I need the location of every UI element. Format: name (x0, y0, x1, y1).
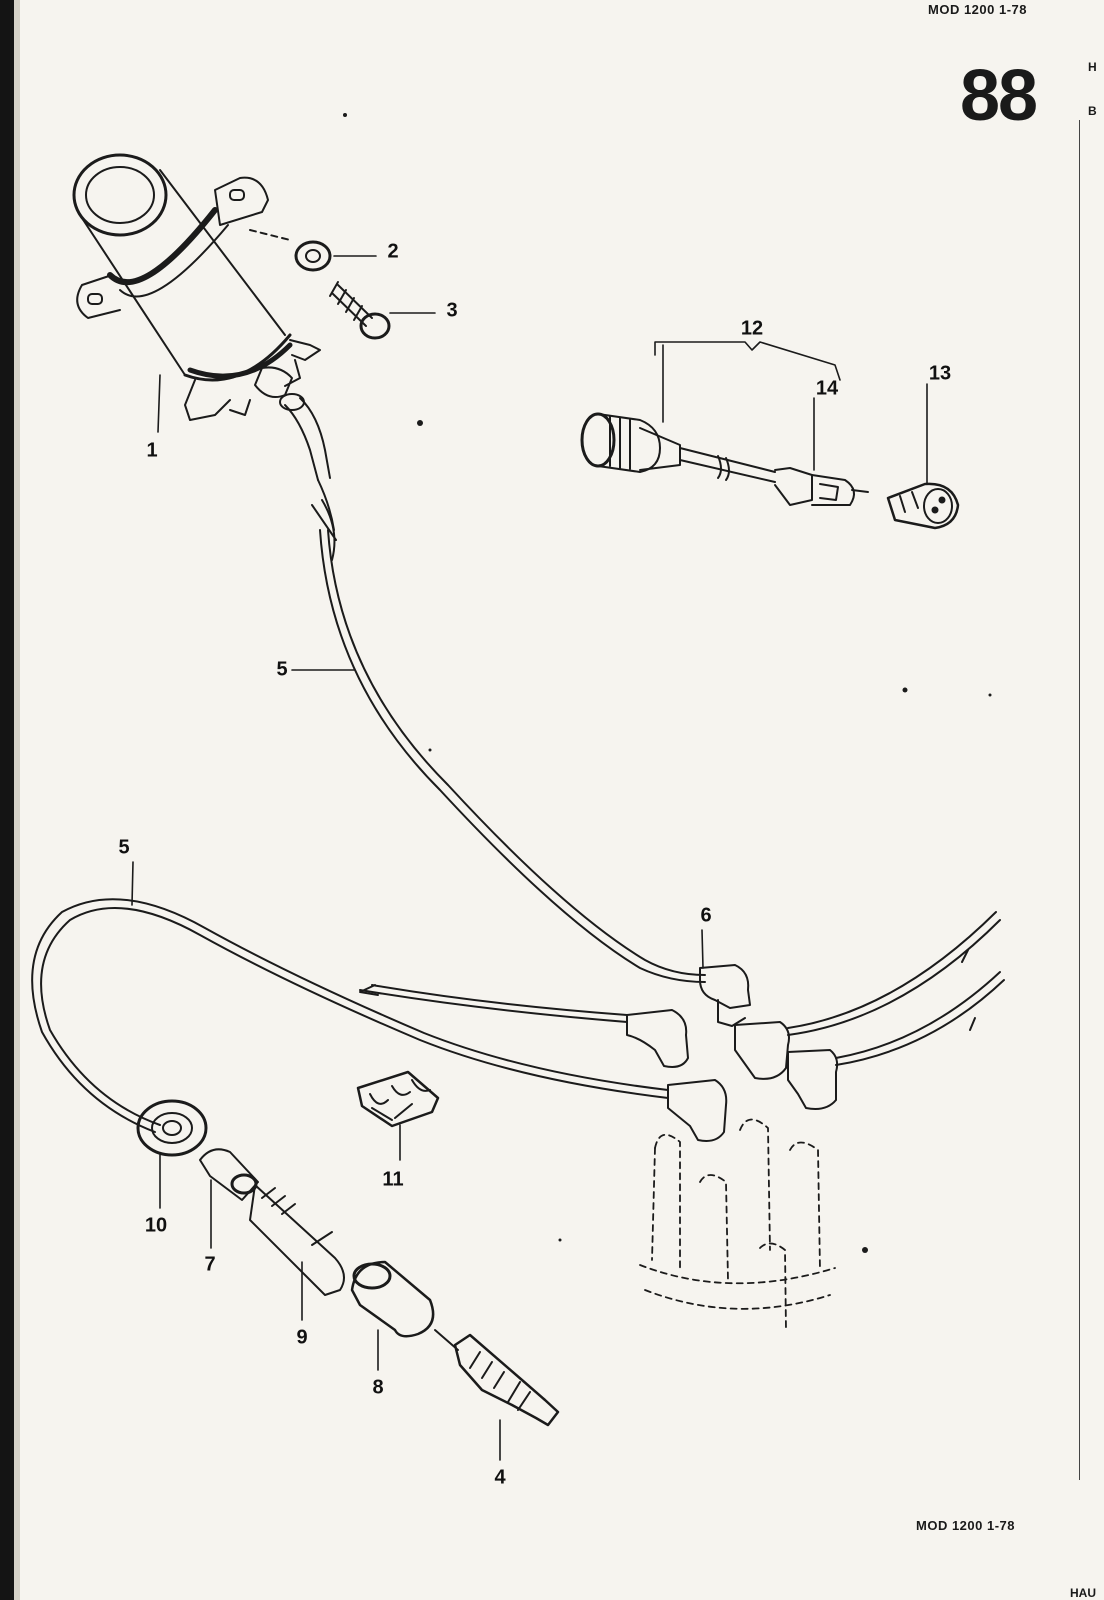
distributor-boots (359, 911, 1005, 1142)
callout-13: 13 (928, 362, 952, 385)
callout-5-upper: 5 (276, 658, 288, 681)
callout-11: 11 (382, 1168, 404, 1191)
edge-text-bottom: HAU (1070, 1586, 1096, 1600)
model-code-bottom: MOD 1200 1-78 (916, 1518, 1015, 1533)
callout-5-lower: 5 (118, 836, 130, 859)
callout-14: 14 (815, 377, 839, 400)
right-margin-rule (1079, 120, 1080, 1480)
callout-1: 1 (146, 439, 158, 462)
ht-lead-coil (279, 393, 706, 983)
model-code-top: MOD 1200 1-78 (928, 2, 1027, 17)
bolt (329, 281, 391, 340)
callout-10: 10 (144, 1214, 168, 1237)
callout-12: 12 (740, 317, 764, 340)
print-specks (343, 113, 992, 1253)
callout-3: 3 (446, 299, 458, 322)
leader-lines (131, 255, 928, 1461)
grommet (136, 1099, 208, 1157)
binding-edge (14, 0, 20, 1600)
terminal-adapter (356, 1070, 440, 1128)
callout-4: 4 (494, 1466, 506, 1489)
callout-8: 8 (372, 1376, 384, 1399)
distributor-cap-outline (639, 1118, 836, 1331)
callout-7: 7 (204, 1253, 216, 1276)
spark-plug-cap (350, 1260, 435, 1338)
ignition-coil (72, 153, 321, 421)
edge-letter-h: H (1088, 60, 1097, 74)
suppressor-connector (199, 1148, 345, 1296)
callout-6: 6 (700, 904, 712, 927)
callout-9: 9 (296, 1326, 308, 1349)
binding-spine (0, 0, 14, 1600)
washer (249, 229, 332, 272)
rotor-arm (886, 482, 960, 530)
ht-lead-plug (31, 898, 669, 1133)
page-number: 88 (960, 56, 1038, 136)
edge-letter-b: B (1088, 104, 1097, 118)
spark-plug (434, 1329, 560, 1427)
callout-2: 2 (387, 240, 399, 263)
cable-assembly (580, 412, 869, 506)
